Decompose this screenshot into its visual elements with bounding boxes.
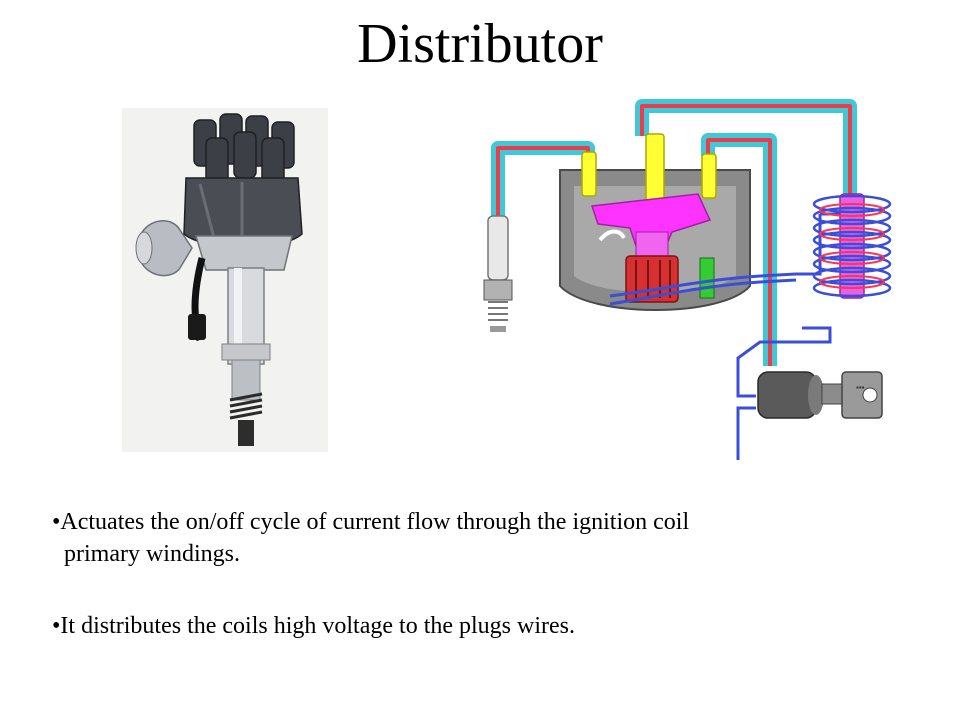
bullet-text-continuation: primary windings. bbox=[64, 541, 240, 567]
bullet-list: •Actuates the on/off cycle of current fl… bbox=[52, 506, 932, 642]
bullet-marker: • bbox=[52, 509, 61, 535]
distributor-photo-icon bbox=[122, 108, 328, 452]
bullet-item: •Actuates the on/off cycle of current fl… bbox=[52, 506, 932, 570]
ignition-system-diagram-icon: ▪▪▪ bbox=[483, 99, 892, 460]
bullet-marker: • bbox=[52, 613, 61, 639]
svg-text:▪▪▪: ▪▪▪ bbox=[856, 383, 865, 392]
bullet-text: It distributes the coils high voltage to… bbox=[60, 613, 575, 639]
slide-title: Distributor bbox=[357, 13, 603, 75]
bullet-item: •It distributes the coils high voltage t… bbox=[52, 610, 932, 642]
bullet-text: Actuates the on/off cycle of current flo… bbox=[60, 509, 690, 535]
